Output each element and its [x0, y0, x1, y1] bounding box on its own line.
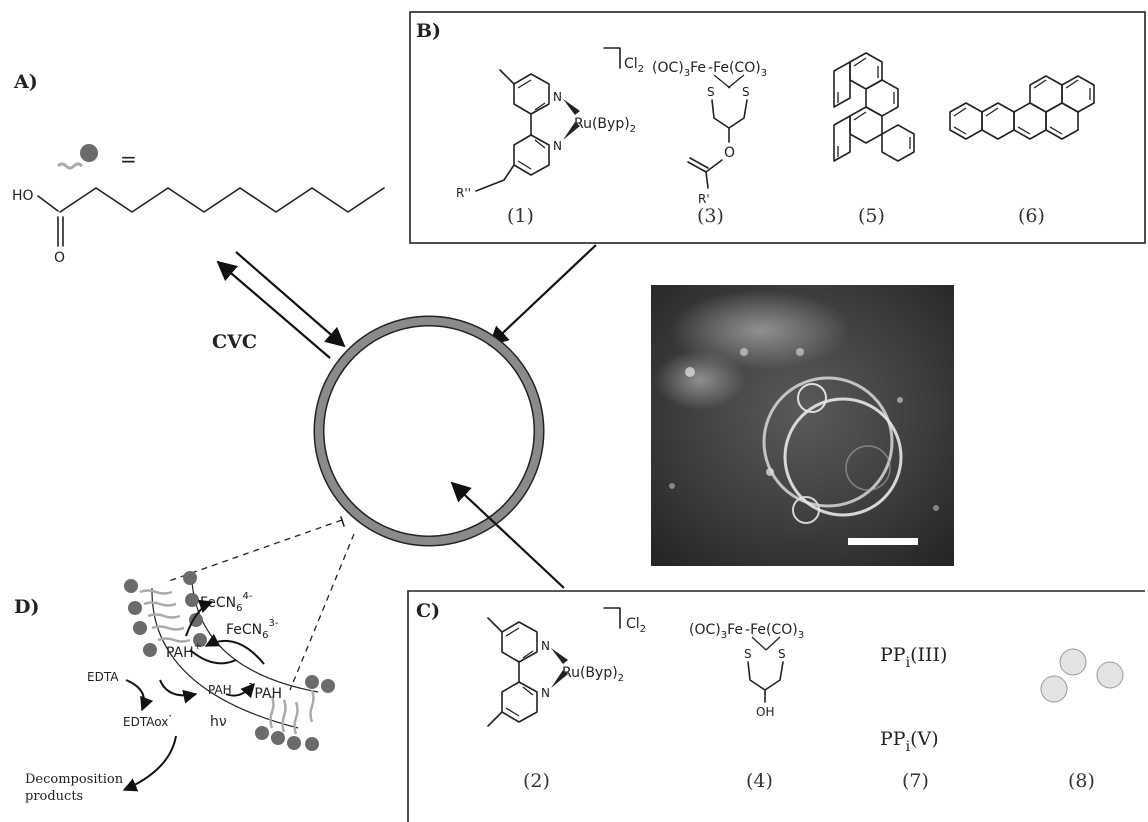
micrograph — [651, 285, 954, 566]
compound-4-label: (4) — [746, 770, 773, 792]
panel-b-frame — [409, 11, 1146, 244]
compound-8-vesicles — [1040, 648, 1124, 703]
panel-d: D) — [14, 571, 335, 804]
n-label-bottom: N — [553, 139, 562, 153]
compound-5-perylene — [833, 52, 915, 162]
carbonyl-oxygen-label: O — [54, 250, 65, 266]
panel-c-label: C) — [416, 600, 440, 622]
decanoic-acid-structure: HO O — [12, 187, 385, 266]
edta-ox-label: EDTAox· — [123, 709, 172, 729]
arrow-c-to-vesicle — [450, 481, 565, 589]
arrow-b-to-vesicle — [488, 244, 597, 347]
pyrophosphate-iii: PPi(III) — [880, 644, 947, 671]
panel-c-frame — [407, 590, 1145, 822]
compound-1-structure: R'' N N Ru(Byp)2 Cl2 — [456, 47, 644, 200]
fatty-acid-glyph — [56, 144, 98, 170]
pah-cation-label: PAH+· — [166, 641, 205, 661]
compound-2-structure: N N Ru(Byp)2 Cl2 — [487, 607, 646, 727]
zoom-lines — [165, 519, 355, 691]
sulfur-label-c-left: S — [744, 647, 752, 661]
equals-sign: = — [120, 147, 137, 171]
panel-a-label: A) — [13, 71, 38, 93]
diiron-label-b: (OC)3Fe-Fe(CO)3 — [652, 60, 767, 79]
cvc-equilibrium-arrows: CVC — [212, 251, 346, 359]
panel-b-label: B) — [416, 20, 441, 42]
scale-bar — [848, 538, 918, 545]
hydroxyl-label-c: OH — [756, 705, 774, 719]
compound-1-label: (1) — [507, 205, 534, 227]
ferricyanide-label: FeCN63- — [226, 618, 279, 641]
cvc-label: CVC — [212, 331, 257, 353]
ester-oxygen-label: O — [724, 145, 735, 161]
r-double-prime-label: R'' — [456, 186, 471, 200]
compound-7-label: (7) — [902, 770, 929, 792]
n-label-c-bottom: N — [541, 686, 550, 700]
reaction-arrows — [122, 599, 265, 792]
compound-5-label: (5) — [858, 205, 885, 227]
ferrocyanide-label: FeCN64- — [200, 591, 253, 614]
compound-3-label: (3) — [697, 205, 724, 227]
panel-a: A) = HO O — [12, 71, 385, 266]
photon-label: hν — [210, 714, 227, 730]
sulfur-label-b-right: S — [742, 85, 750, 99]
pyrophosphate-v: PPi(V) — [880, 728, 939, 755]
compound-4-structure: (OC)3Fe-Fe(CO)3 S S OH — [689, 622, 804, 719]
edta-label: EDTA — [87, 670, 119, 684]
panel-b: B) R'' N N Ru(Byp)2 Cl2 (OC)3Fe-Fe(CO)3 — [409, 11, 1146, 244]
panel-d-label: D) — [14, 596, 39, 618]
sulfur-label-b-left: S — [707, 85, 715, 99]
pah-label: PAH — [208, 683, 232, 697]
decomposition-label-line-2: products — [25, 789, 83, 804]
lipid-cluster-bottom — [255, 675, 335, 751]
vesicle — [313, 315, 545, 547]
ru-label-c: Ru(Byp)2 — [562, 665, 624, 684]
compound-2-label: (2) — [523, 770, 550, 792]
sulfur-label-c-right: S — [778, 647, 786, 661]
compound-6-label: (6) — [1018, 205, 1045, 227]
hydroxyl-label: HO — [12, 188, 34, 204]
decomposition-label-line-1: Decomposition — [25, 772, 124, 787]
panel-c: C) N N Ru(Byp)2 Cl2 (OC)3Fe-Fe(CO)3 S — [407, 590, 1145, 822]
ru-label: Ru(Byp)2 — [574, 116, 636, 135]
compound-3-structure: (OC)3Fe-Fe(CO)3 S S O R' — [652, 60, 767, 206]
lipid-cluster-top — [124, 571, 207, 657]
compound-8-label: (8) — [1068, 770, 1095, 792]
r-prime-label: R' — [698, 192, 710, 206]
cl2-label-b: Cl2 — [624, 56, 644, 75]
n-label-top: N — [553, 90, 562, 104]
compound-6-pah — [949, 75, 1095, 140]
n-label-c-top: N — [541, 639, 550, 653]
cl2-label-c: Cl2 — [626, 616, 646, 635]
diiron-label-c: (OC)3Fe-Fe(CO)3 — [689, 622, 804, 641]
